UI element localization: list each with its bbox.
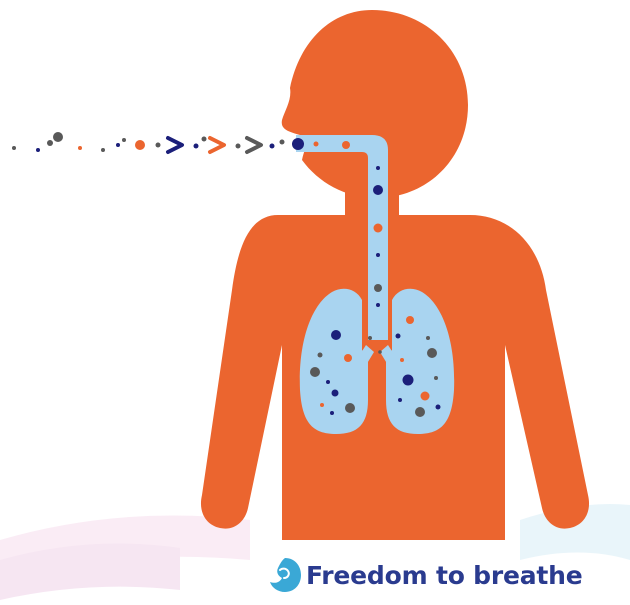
human-figure <box>201 10 589 540</box>
lung-breath-icon <box>268 556 302 594</box>
arrow-chevron-navy <box>168 138 182 152</box>
brand-name: Freedom to breathe <box>306 561 583 590</box>
particle-stream <box>12 132 304 152</box>
arrow-chevron-orange <box>210 138 224 152</box>
brand-logo: Freedom to breathe <box>268 553 583 597</box>
arrow-chevron-grey <box>247 138 261 152</box>
